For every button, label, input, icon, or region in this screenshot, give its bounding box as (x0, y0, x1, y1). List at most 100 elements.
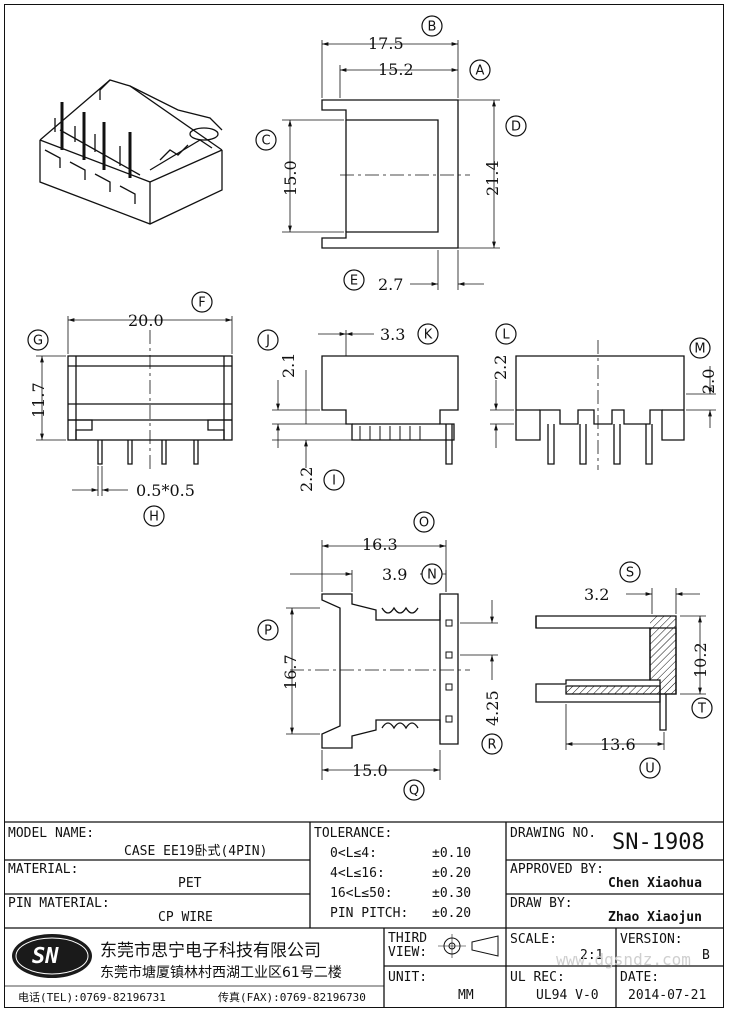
drawing-no-label: DRAWING NO. (510, 826, 597, 841)
bottom-view (286, 540, 498, 780)
dim-P-value: 16.7 (281, 654, 300, 690)
callout-bubble-b: B (421, 15, 443, 37)
callout-letter: I (332, 474, 336, 489)
callout-bubble-o: O (413, 511, 435, 533)
tolerance-value: ±0.20 (432, 906, 472, 921)
model-name-value: CASE EE19卧式(4PIN) (124, 844, 268, 859)
dim-J-value: 2.1 (279, 353, 298, 378)
date-label: DATE: (620, 970, 660, 985)
callout-bubble-h: H (143, 505, 165, 527)
callout-letter: H (149, 510, 159, 525)
tolerance-value: ±0.10 (432, 846, 472, 861)
dim-L-value: 2.2 (491, 355, 510, 380)
logo-text: SN (32, 944, 59, 969)
dim-C-value: 15.0 (281, 160, 300, 196)
third-angle-symbol (438, 934, 499, 958)
sn-logo (12, 934, 92, 978)
dim-D-value: 21.4 (483, 160, 502, 196)
ul-rec-value: UL94 V-0 (536, 988, 599, 1003)
scale-label: SCALE: (510, 932, 557, 947)
callout-letter: D (511, 120, 521, 135)
callout-letter: Q (409, 784, 419, 799)
side-view (272, 330, 459, 468)
tolerance-label: TOLERANCE: (314, 826, 393, 841)
version-value: B (702, 948, 710, 963)
tolerance-value: ±0.30 (432, 886, 472, 901)
approved-by-label: APPROVED BY: (510, 862, 604, 877)
tolerance-range: 4<L≤16: (330, 866, 385, 881)
callout-letter: S (626, 566, 634, 581)
callout-bubble-r: R (481, 733, 503, 755)
callout-letter: J (265, 334, 270, 349)
callout-letter: A (476, 64, 485, 79)
callout-bubble-m: M (689, 337, 711, 359)
callout-letter: K (424, 328, 433, 343)
callout-letter: C (261, 134, 270, 149)
tolerance-value: ±0.20 (432, 866, 472, 881)
callout-letter: N (427, 568, 437, 583)
callout-letter: O (419, 516, 429, 531)
dim-O-value: 16.3 (362, 535, 398, 554)
callout-bubble-n: N (421, 563, 443, 585)
callout-letter: U (645, 762, 655, 777)
dim-M-value: 2.0 (699, 369, 718, 394)
dim-Q-value: 15.0 (352, 761, 388, 780)
scale-value: 2:1 (580, 948, 604, 963)
pin-material-label: PIN MATERIAL: (8, 896, 110, 911)
ul-rec-label: UL REC: (510, 970, 565, 985)
material-value: PET (178, 876, 202, 891)
dim-E-value: 2.7 (378, 275, 403, 294)
dim-T-value: 10.2 (691, 642, 710, 678)
callout-bubble-q: Q (403, 779, 425, 801)
draw-by-value: Zhao Xiaojun (608, 910, 702, 925)
watermark: www.dgsndz.com (556, 950, 691, 969)
callout-bubble-f: F (191, 291, 213, 313)
company-address: 东莞市塘厦镇林村西湖工业区61号二楼 (100, 965, 342, 981)
dim-G-value: 11.7 (29, 382, 48, 418)
callout-letter: P (264, 624, 272, 639)
callout-bubble-g: G (27, 329, 49, 351)
back-view (490, 340, 716, 470)
callout-letter: B (428, 20, 437, 35)
callout-bubble-t: T (691, 697, 713, 719)
front-view (36, 316, 233, 496)
tolerance-range: PIN PITCH: (330, 906, 409, 921)
section-view (535, 588, 706, 750)
drawing-frame (4, 4, 724, 1008)
callout-bubble-p: P (257, 619, 279, 641)
callout-letter: E (350, 274, 358, 289)
callout-letter: L (502, 328, 510, 343)
callout-letter: G (33, 334, 43, 349)
callout-letter: F (198, 296, 205, 311)
callout-bubble-j: J (257, 329, 279, 351)
callout-letter: M (694, 342, 705, 357)
tolerance-range: 16<L≤50: (330, 886, 393, 901)
draw-by-label: DRAW BY: (510, 896, 573, 911)
material-label: MATERIAL: (8, 862, 79, 877)
dim-A-value: 15.2 (378, 60, 414, 79)
callout-bubble-l: L (495, 323, 517, 345)
fax: 传真(FAX):0769-82196730 (218, 991, 366, 1004)
callout-bubble-i: I (323, 469, 345, 491)
callout-bubble-d: D (505, 115, 527, 137)
third-view-label: THIRD VIEW: (388, 931, 428, 960)
callout-bubble-e: E (343, 269, 365, 291)
callout-letter: T (697, 702, 706, 717)
callout-bubbles: A B C D E F G H I J K L M N O P Q R S T U (27, 15, 713, 801)
tolerance-range: 0<L≤4: (330, 846, 377, 861)
pin-material-value: CP WIRE (158, 910, 213, 925)
dim-F-value: 20.0 (128, 311, 164, 330)
callout-bubble-a: A (469, 59, 491, 81)
top-view (282, 40, 500, 290)
callout-bubble-k: K (417, 323, 439, 345)
version-label: VERSION: (620, 932, 683, 947)
unit-label: UNIT: (388, 970, 428, 985)
callout-letter: R (487, 738, 496, 753)
approved-by-value: Chen Xiaohua (608, 876, 702, 891)
date-value: 2014-07-21 (628, 988, 707, 1003)
dim-B-value: 17.5 (368, 34, 404, 53)
callout-bubble-c: C (255, 129, 277, 151)
dim-K-value: 3.3 (380, 325, 405, 344)
